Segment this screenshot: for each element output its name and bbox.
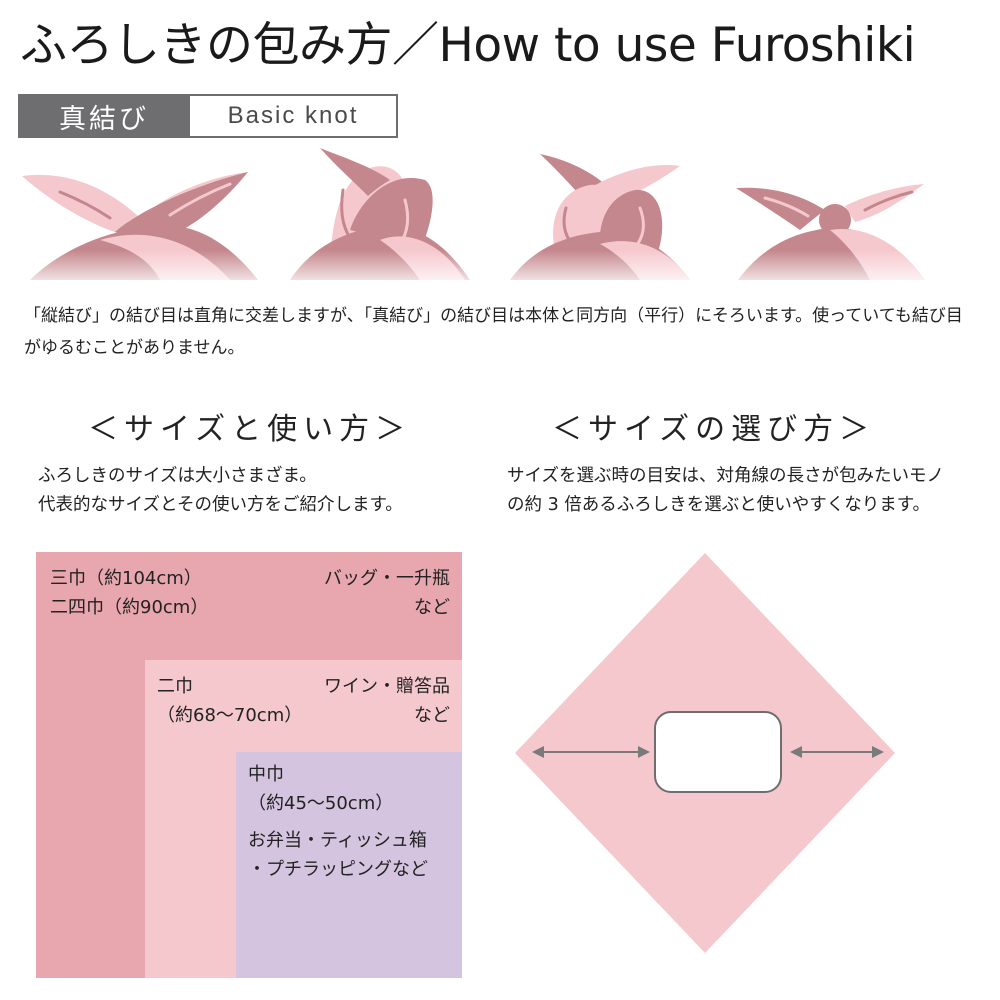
knot-step-2 [280, 148, 480, 290]
large-size-name: 三巾（約104cm） 二四巾（約90cm） [50, 564, 208, 622]
knot-description: 「縦結び」の結び目は直角に交差しますが、「真結び」の結び目は本体と同方向（平行）… [24, 306, 963, 358]
large-size-use-line2: など [414, 597, 450, 618]
page-title: ふろしきの包み方／How to use Furoshiki [20, 18, 916, 73]
large-size-use-line1: バッグ・一升瓶 [324, 568, 450, 589]
large-size-name-line1: 三巾（約104cm） [50, 568, 202, 589]
medium-size-use: ワイン・贈答品 など [324, 672, 450, 730]
small-size-use: お弁当・ティッシュ箱 ・プチラッピングなど [248, 826, 428, 884]
small-size-name: 中巾 （約45〜50cm） [248, 760, 393, 818]
size-box-small: 中巾 （約45〜50cm） お弁当・ティッシュ箱 ・プチラッピングなど [236, 752, 462, 978]
size-use-intro-line1: ふろしきのサイズは大小さまざま。 [38, 466, 317, 486]
medium-size-name-line1: 二巾 [157, 676, 193, 697]
small-size-use-line1: お弁当・ティッシュ箱 [248, 830, 427, 851]
medium-size-name-line2: （約68〜70cm） [157, 705, 303, 726]
size-use-heading: ＜サイズと使い方＞ [88, 412, 412, 447]
object-box [654, 711, 782, 793]
size-choose-diagram [515, 553, 895, 953]
medium-size-use-line2: など [414, 705, 450, 726]
size-use-intro: ふろしきのサイズは大小さまざま。 代表的なサイズとその使い方をご紹介します。 [38, 462, 498, 520]
knot-label-en: Basic knot [190, 94, 398, 138]
right-arrow [790, 746, 884, 758]
knot-label-jp: 真結び [18, 94, 190, 138]
size-choose-text: サイズを選ぶ時の目安は、対角線の長さが包みたいモノの約 3 倍あるふろしきを選ぶ… [507, 466, 944, 515]
knot-step-3 [500, 154, 700, 290]
knot-step-1 [0, 172, 270, 290]
size-use-intro-line2: 代表的なサイズとその使い方をご紹介します。 [38, 495, 403, 515]
knot-steps-illustration [0, 148, 940, 290]
knot-step-4 [730, 184, 940, 290]
small-size-use-line2: ・プチラッピングなど [248, 859, 428, 880]
small-size-name-line2: （約45〜50cm） [248, 793, 394, 814]
size-choose-heading: ＜サイズの選び方＞ [552, 412, 876, 447]
large-size-use: バッグ・一升瓶 など [324, 564, 450, 622]
left-arrow [532, 746, 650, 758]
medium-size-name: 二巾 （約68〜70cm） [157, 672, 302, 730]
large-size-name-line2: 二四巾（約90cm） [50, 597, 209, 618]
small-size-name-line1: 中巾 [248, 764, 284, 785]
medium-size-use-line1: ワイン・贈答品 [324, 676, 450, 697]
